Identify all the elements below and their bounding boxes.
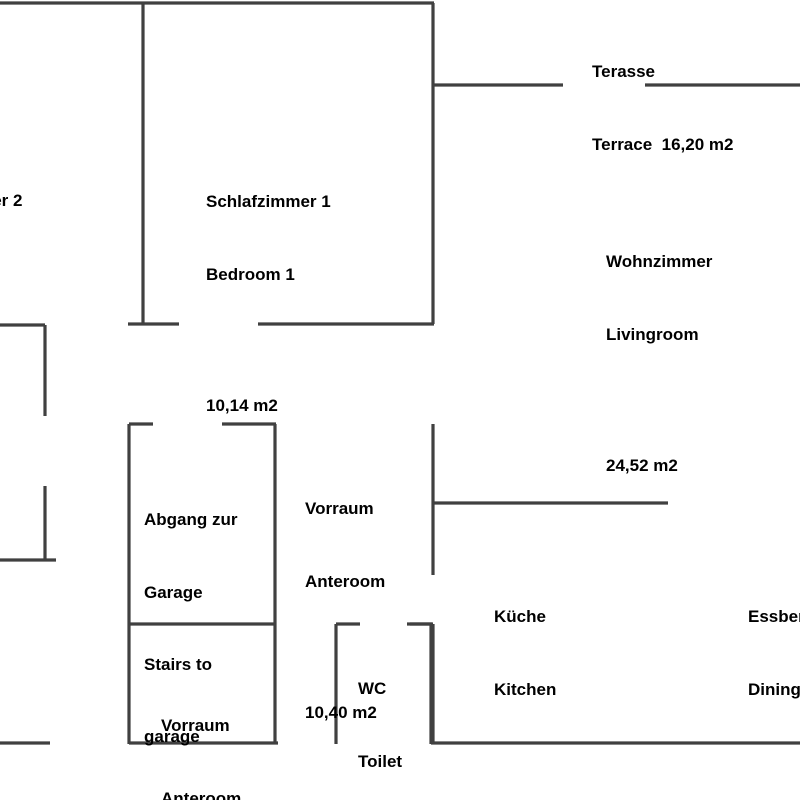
bedroom1-name-en: Bedroom 1	[206, 264, 295, 284]
room-label-bedroom2: mmer 2 n 2 2	[0, 141, 22, 466]
room-label-garage-stairs: Abgang zur Garage Stairs to garage	[144, 460, 238, 798]
livingroom-area: 24,52 m2	[606, 456, 678, 476]
spacer	[606, 395, 712, 406]
terrace-name-en: Terrace 16,20 m2	[592, 134, 734, 154]
dining-name-de: Essber	[748, 607, 800, 627]
garage-name-en-line2: garage	[144, 727, 200, 747]
garage-name-de-line2: Garage	[144, 582, 203, 602]
entrance-label: Eingangstür Entrance	[206, 767, 383, 800]
room-label-anteroom-lower: Vorraum Anteroom 6,09 m2	[161, 666, 241, 800]
kitchen-name-en: Kitchen	[494, 679, 557, 699]
terrace-name-de: Terasse	[592, 62, 656, 82]
livingroom-name-de: Wohnzimmer	[606, 252, 713, 272]
bedroom2-name-en: n 2	[0, 262, 22, 286]
spacer	[0, 334, 22, 345]
spacer	[494, 750, 556, 761]
anteroom-lower-name-de: Vorraum	[161, 716, 230, 736]
anteroom-lower-name-en: Anteroom	[161, 788, 242, 800]
bedroom1-area: 10,14 m2	[206, 396, 278, 416]
room-label-kitchen: Küche Kitchen 8,13 m2	[494, 557, 556, 800]
kitchen-name-de: Küche	[494, 607, 546, 627]
anteroom-upper-area: 10,40 m2	[305, 703, 377, 723]
room-label-livingroom: Wohnzimmer Livingroom 24,52 m2	[606, 202, 712, 527]
livingroom-name-en: Livingroom	[606, 324, 699, 344]
spacer	[206, 335, 331, 346]
wc-name-en: Toilet	[358, 751, 403, 771]
wc-name-de: WC	[358, 679, 387, 699]
room-label-bedroom1: Schlafzimmer 1 Bedroom 1 10,14 m2	[206, 142, 331, 467]
anteroom-upper-name-de: Vorraum	[305, 499, 374, 519]
garage-name-de-line1: Abgang zur	[144, 510, 238, 530]
bedroom2-name-de: mmer 2	[0, 191, 23, 211]
bedroom2-area: 2	[0, 393, 22, 417]
room-label-dining: Essber Dining 10,41 m	[748, 557, 800, 800]
walls-group	[0, 1, 800, 745]
bedroom1-name-de: Schlafzimmer 1	[206, 192, 331, 212]
anteroom-upper-name-en: Anteroom	[305, 571, 386, 591]
dining-name-en: Dining	[748, 679, 800, 699]
room-label-anteroom-upper: Vorraum Anteroom 10,40 m2	[305, 449, 385, 774]
garage-name-en-line1: Stairs to	[144, 655, 213, 674]
room-label-terrace: Terasse Terrace 16,20 m2	[592, 12, 733, 205]
spacer	[748, 750, 800, 761]
